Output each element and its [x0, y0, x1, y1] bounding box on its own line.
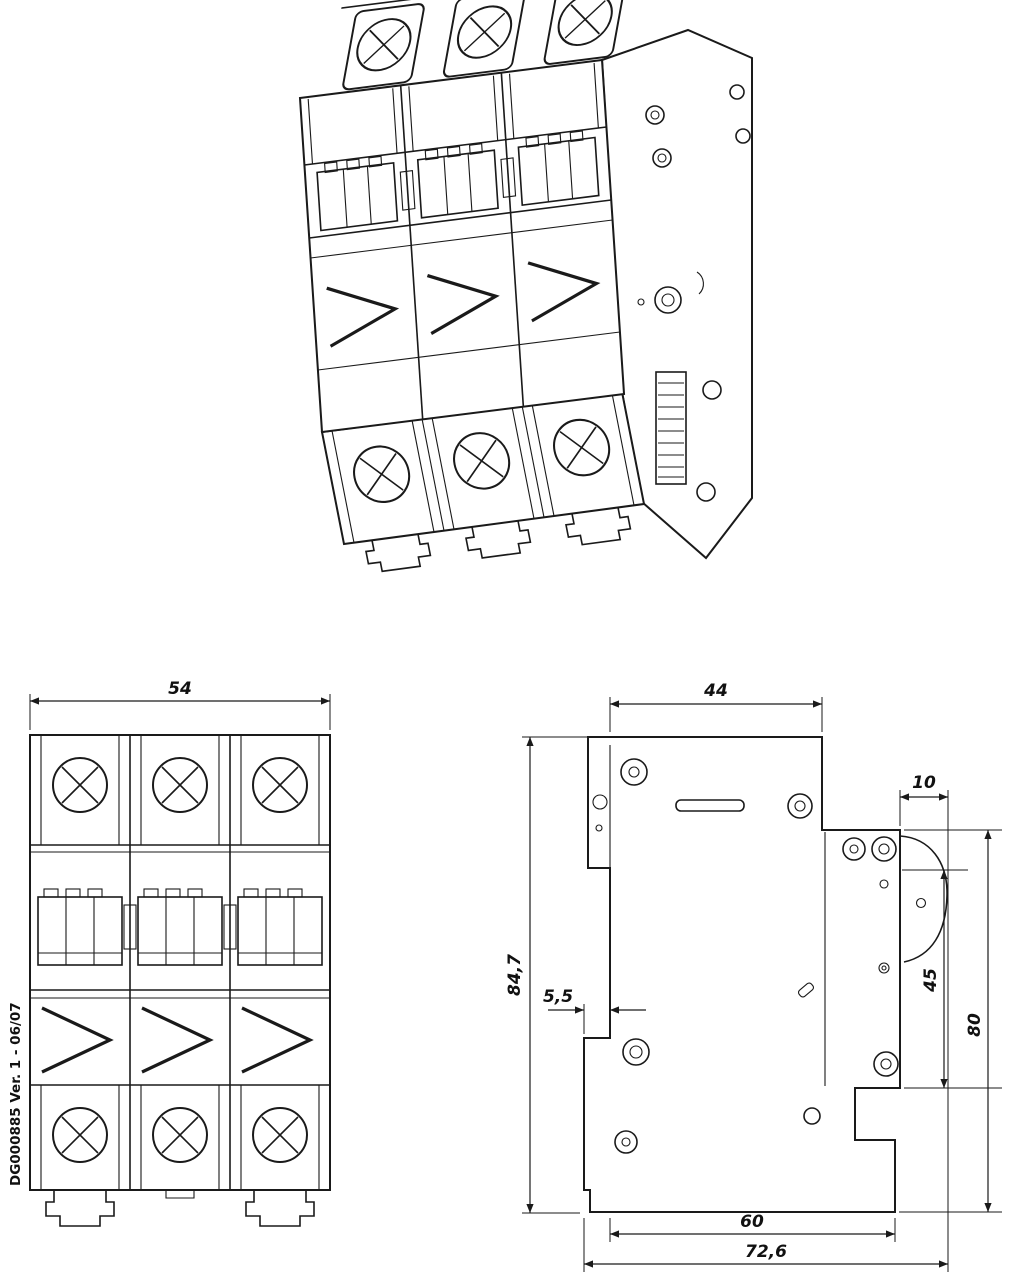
iso-top-screw-3 [543, 0, 627, 65]
front-bottom-screw-2 [152, 1107, 208, 1163]
side-rivet-upper [787, 793, 813, 819]
side-view: 44 10 84,7 5,5 45 [505, 681, 1002, 1272]
iso-bottom-screw-3 [553, 418, 611, 477]
dimension-side-depth: 44 [609, 681, 823, 732]
front-top-screw-3 [252, 757, 308, 813]
front-view: 54 DG000885 Ver. 1 - 06/07 [8, 679, 331, 1227]
dimension-front-width-label: 54 [168, 679, 192, 699]
dimension-total-height-label: 84,7 [505, 954, 525, 996]
front-top-screw-1 [52, 757, 108, 813]
dimension-front-width: 54 [29, 679, 331, 730]
dimension-total-height: 84,7 [505, 736, 604, 1214]
iso-toggle-1 [316, 155, 399, 232]
iso-rating-label [655, 371, 687, 485]
dimension-tab-width-label: 10 [912, 773, 936, 793]
iso-toggle-2 [416, 143, 499, 219]
front-toggle-3 [237, 888, 323, 966]
dimension-side-depth-label: 44 [703, 681, 728, 701]
front-din-clip-left [45, 1190, 115, 1227]
side-terminal-screws-top [842, 836, 897, 889]
iso-bottom-terminals [320, 390, 646, 573]
dimension-mount-height: 80 [899, 829, 1002, 1213]
side-detail-slot [797, 982, 815, 998]
dimension-mount-height-label: 80 [965, 1013, 985, 1037]
iso-bottom-screw-2 [453, 432, 511, 490]
side-vent-slot [675, 799, 745, 812]
dimension-clip-offset: 5,5 [543, 987, 646, 1034]
front-bottom-screw-3 [252, 1107, 308, 1163]
front-arrow-mark-1 [41, 1006, 114, 1074]
iso-front-face [298, 58, 626, 434]
iso-arrow-mark-2 [426, 274, 500, 335]
iso-din-clip [365, 534, 432, 573]
side-rivet-lower [614, 1130, 638, 1154]
dimension-total-depth-label: 72,6 [745, 1242, 787, 1262]
iso-top-screw-1 [342, 3, 425, 91]
iso-din-clip [465, 520, 532, 559]
dimension-terminal-height-label: 45 [921, 968, 941, 993]
iso-din-clip [565, 507, 632, 546]
side-screw-top-left [620, 758, 648, 786]
front-toggle-1 [37, 888, 123, 966]
side-terminal-screw-bottom [873, 1051, 899, 1077]
dimension-clip-offset-label: 5,5 [543, 987, 573, 1007]
iso-top-screw-2 [442, 0, 526, 78]
iso-arrow-mark-1 [326, 286, 400, 348]
front-din-clip-middle [165, 1190, 195, 1199]
front-arrow-mark-2 [141, 1006, 214, 1074]
side-screw-bottom-left [622, 1038, 650, 1066]
dimension-base-depth-label: 60 [740, 1212, 764, 1232]
isometric-view [298, 0, 753, 573]
front-top-screw-2 [152, 757, 208, 813]
front-toggle-2 [137, 888, 223, 966]
dimension-total-depth: 72,6 [583, 1218, 948, 1272]
iso-top-terminals [341, 0, 644, 91]
dimension-tab-width: 10 [899, 773, 949, 1272]
iso-bottom-screw-1 [353, 445, 411, 503]
front-bottom-screw-1 [52, 1107, 108, 1163]
side-body-outline [583, 736, 901, 1213]
front-body-outline [29, 734, 331, 1191]
front-din-clip-right [245, 1190, 315, 1227]
part-number-label: DG000885 Ver. 1 - 06/07 [8, 1002, 24, 1186]
iso-toggle-3 [517, 130, 600, 207]
dimension-base-depth: 60 [609, 1212, 896, 1242]
front-arrow-mark-3 [241, 1006, 314, 1074]
iso-arrow-mark-3 [527, 261, 601, 323]
